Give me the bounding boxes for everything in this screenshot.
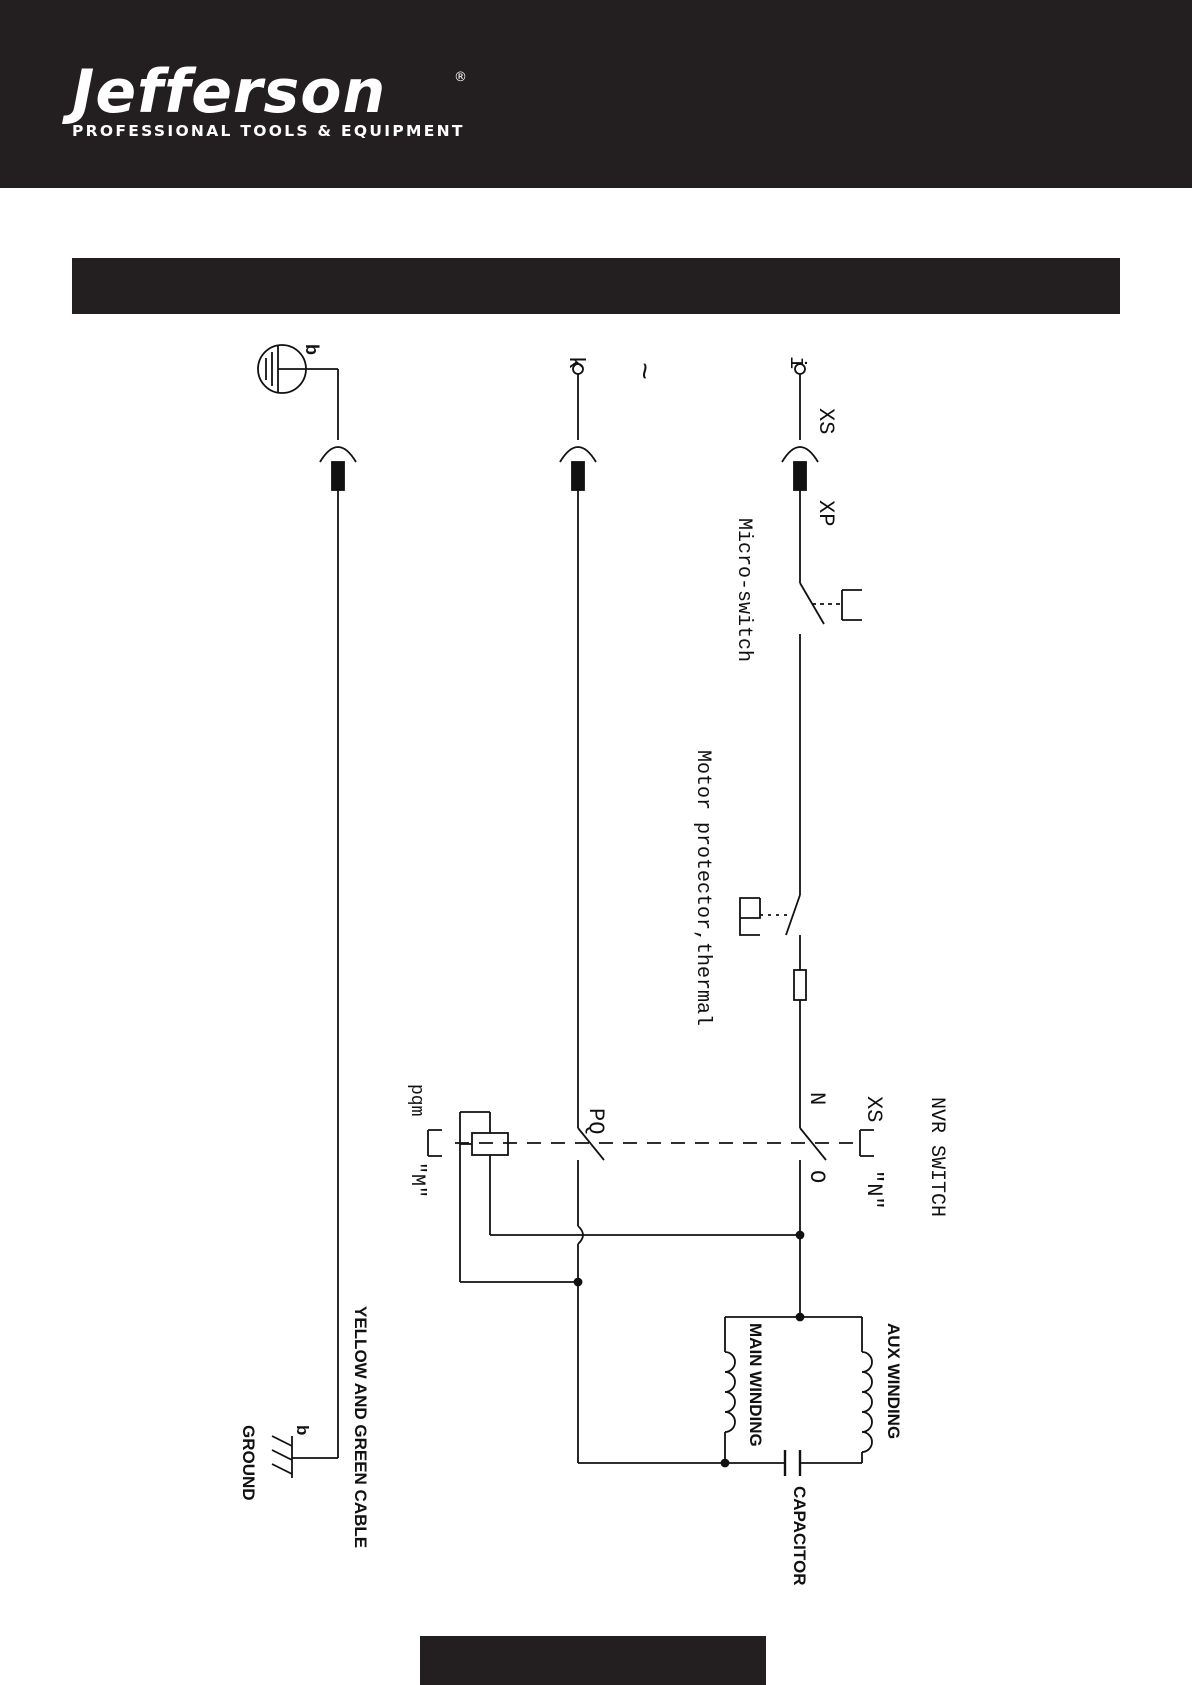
nvr-m-quoted-label: "M" xyxy=(405,1162,428,1198)
nvr-contact-n xyxy=(800,1128,826,1160)
nvr-n-label: N xyxy=(804,1092,829,1105)
nvr-switch-label: NVR SWITCH xyxy=(925,1097,948,1217)
micro-switch-label: Micro-switch xyxy=(732,518,755,662)
aux-winding-coil xyxy=(862,1352,872,1452)
terminal-b-label: b xyxy=(302,344,322,355)
fuse xyxy=(794,970,806,1000)
ground-label: GROUND xyxy=(239,1425,258,1501)
nvr-pqm-label: pqm xyxy=(406,1084,426,1116)
terminal-i-label: i xyxy=(784,356,809,369)
ground-b-label: b xyxy=(293,1425,312,1435)
main-winding-coil xyxy=(725,1352,735,1432)
plug-xp-line-i xyxy=(794,462,806,490)
page-footer-tab xyxy=(420,1636,766,1685)
plug-xp-line-b xyxy=(332,462,344,490)
aux-winding-label: AUX WINDING xyxy=(884,1323,903,1439)
nvr-pq-label: PQ xyxy=(583,1108,608,1134)
motor-protector-label: Motor protector,thermal xyxy=(691,750,714,1026)
nvr-o-label: O xyxy=(804,1170,829,1183)
capacitor-label: CAPACITOR xyxy=(790,1486,809,1586)
ac-symbol: ~ xyxy=(625,362,659,380)
main-winding-label: MAIN WINDING xyxy=(746,1323,765,1447)
nvr-xs-label: XS xyxy=(861,1096,886,1122)
plug-xp-label: XP xyxy=(813,500,838,526)
socket-xs-line-b xyxy=(320,447,356,462)
socket-xs-line-k xyxy=(560,447,596,462)
plug-xp-line-k xyxy=(572,462,584,490)
cable-label: YELLOW AND GREEN CABLE xyxy=(351,1306,370,1548)
socket-xs-line-i xyxy=(782,447,818,462)
nvr-n-quoted-label: "N" xyxy=(861,1170,886,1210)
nvr-coil xyxy=(472,1133,508,1155)
terminal-k-label: k xyxy=(563,356,588,369)
thermal-protector-contact xyxy=(786,895,800,935)
socket-xs-label: XS xyxy=(813,408,838,434)
